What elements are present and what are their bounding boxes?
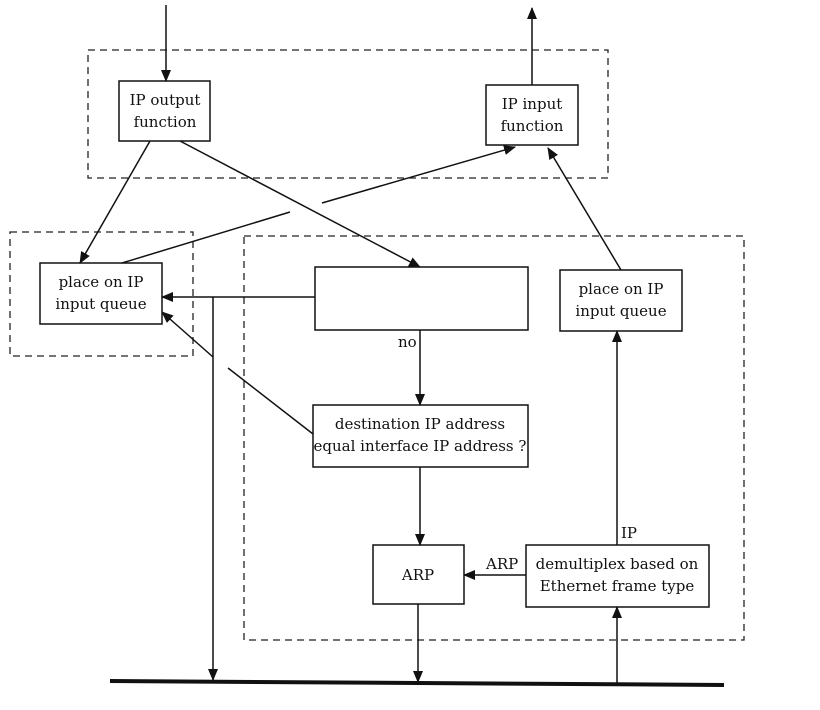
arrow-left-queue-to-ip-input xyxy=(121,211,291,264)
arp-box: ARP xyxy=(372,544,465,605)
arrow-dest-to-left-queue-a xyxy=(227,367,314,435)
right-queue-line-2: input queue xyxy=(575,302,666,320)
ip-output-function-box: IP output function xyxy=(118,80,211,142)
arrow-output-to-decision xyxy=(179,140,421,268)
label-ip: IP xyxy=(621,524,637,542)
network-bus xyxy=(109,679,725,687)
ip-input-line-1: IP input xyxy=(502,95,563,113)
ip-output-line-2: function xyxy=(134,113,197,131)
ip-input-line-2: function xyxy=(501,117,564,135)
arrow-right-queue-to-ip-input xyxy=(547,147,622,271)
right-queue-line-1: place on IP xyxy=(579,280,664,298)
ip-output-line-1: IP output xyxy=(130,91,201,109)
arrow-dest-to-left-queue-b xyxy=(161,311,214,358)
left-queue-line-1: place on IP xyxy=(59,273,144,291)
demultiplex-box: demultiplex based on Ethernet frame type xyxy=(525,544,710,608)
right-input-queue-box: place on IP input queue xyxy=(559,269,683,332)
left-queue-group xyxy=(9,231,194,357)
destination-check-box: destination IP address equal interface I… xyxy=(312,404,529,468)
decision-box xyxy=(314,266,529,331)
demux-line-1: demultiplex based on xyxy=(536,555,699,573)
arrow-output-to-left-queue xyxy=(79,140,151,264)
label-arp: ARP xyxy=(485,555,518,573)
dest-check-line-2: equal interface IP address ? xyxy=(314,437,527,455)
label-no: no xyxy=(398,333,417,351)
arrow-left-queue-to-ip-input-2 xyxy=(321,145,516,204)
left-input-queue-box: place on IP input queue xyxy=(39,262,163,325)
left-queue-line-2: input queue xyxy=(55,295,146,313)
interface-group xyxy=(243,235,745,641)
ip-input-function-box: IP input function xyxy=(485,84,579,146)
arp-box-label: ARP xyxy=(401,566,434,584)
demux-line-2: Ethernet frame type xyxy=(540,577,695,595)
dest-check-line-1: destination IP address xyxy=(335,415,505,433)
